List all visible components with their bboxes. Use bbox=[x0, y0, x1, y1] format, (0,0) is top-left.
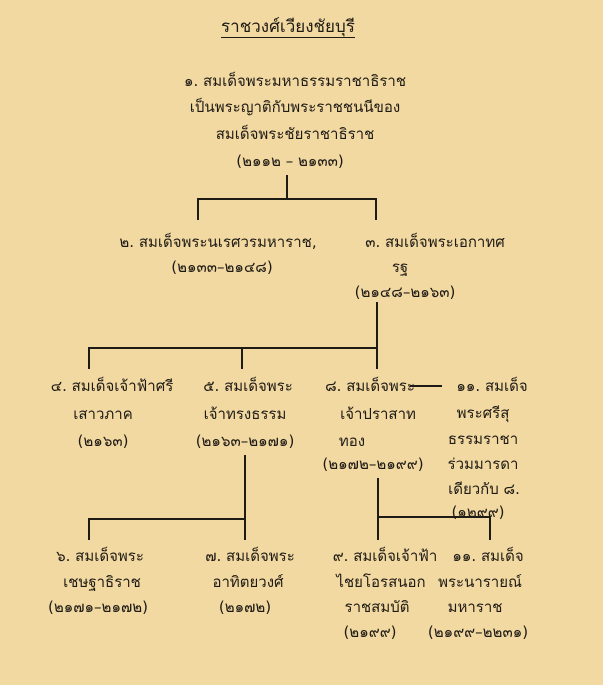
node-line: เจ้าทรงธรรม bbox=[203, 405, 287, 423]
node-line: เชษฐาธิราช bbox=[63, 573, 141, 591]
connector-line bbox=[197, 198, 199, 220]
node-line: (๒๑๑๒ – ๒๑๓๓) bbox=[236, 152, 344, 170]
node-line: (๒๑๙๙) bbox=[343, 623, 397, 641]
node-line: (๒๑๓๓–๒๑๔๘) bbox=[171, 258, 273, 276]
connector-line bbox=[375, 198, 377, 220]
node-line: ๕. สมเด็จพระ bbox=[203, 377, 293, 395]
sibling-connector bbox=[410, 385, 442, 387]
connector-line bbox=[244, 455, 246, 519]
node-line: ๘. สมเด็จพระ bbox=[325, 377, 415, 395]
connector-line bbox=[88, 518, 246, 520]
node-line: พระนารายณ์ bbox=[438, 573, 522, 591]
connector-line bbox=[244, 518, 246, 540]
node-line: ๙. สมเด็จเจ้าฟ้า bbox=[332, 547, 438, 565]
connector-line bbox=[88, 347, 378, 349]
node-line: ธรรมราชา bbox=[447, 430, 519, 448]
node-line: (๒๑๗๒–๒๑๙๙) bbox=[322, 455, 424, 473]
connector-line bbox=[286, 175, 288, 199]
node-line: (๒๑๖๓) bbox=[77, 432, 129, 450]
node-line: สมเด็จพระชัยราชาธิราช bbox=[215, 125, 375, 143]
node-line: ไชยโอรสนอก bbox=[336, 573, 426, 591]
node-line: เป็นพระญาติกับพระราชชนนีของ bbox=[189, 98, 401, 116]
node-line: ๔. สมเด็จเจ้าฟ้าศรี bbox=[50, 377, 174, 395]
node-line: พระศรีสุ bbox=[456, 404, 510, 422]
node-line: ๓. สมเด็จพระเอกาทศ bbox=[365, 233, 505, 251]
node-line: อาทิตยวงศ์ bbox=[212, 573, 284, 591]
node-line: มหาราช bbox=[447, 598, 503, 616]
node-line: ๗. สมเด็จพระ bbox=[205, 547, 295, 565]
node-line: เดียวกับ ๘. bbox=[448, 480, 520, 498]
connector-line bbox=[376, 347, 378, 369]
node-line: (๒๑๙๙–๒๒๓๑) bbox=[427, 623, 529, 641]
node-line: ราชสมบัติ bbox=[344, 598, 410, 616]
node-line: ทอง bbox=[338, 432, 366, 450]
connector-line bbox=[241, 347, 243, 369]
connector-line bbox=[489, 516, 491, 540]
node-line: ร่วมมารดา bbox=[447, 455, 519, 473]
connector-line bbox=[376, 302, 378, 348]
node-line: ๑. สมเด็จพระมหาธรรมราชาธิราช bbox=[183, 72, 407, 90]
page-title: ราชวงศ์เวียงชัยบุรี bbox=[221, 17, 355, 37]
node-line: (๒๑๗๑–๒๑๗๒) bbox=[48, 598, 148, 616]
node-line: เจ้าปราสาท bbox=[340, 405, 416, 423]
node-line: (๒๑๗๒) bbox=[218, 598, 272, 616]
node-line: (๒๑๔๘–๒๑๖๓) bbox=[354, 283, 456, 301]
connector-line bbox=[88, 347, 90, 369]
node-line: เสาวภาค bbox=[73, 405, 133, 423]
node-line: รฐ bbox=[391, 258, 409, 276]
node-line: (๒๑๖๓–๒๑๗๑) bbox=[195, 432, 295, 450]
node-line: (๑๒๙๙) bbox=[451, 503, 505, 521]
node-line: ๖. สมเด็จพระ bbox=[56, 547, 144, 565]
connector-line bbox=[377, 516, 491, 518]
node-line: ๑๑. สมเด็จ bbox=[456, 377, 528, 395]
node-line: ๑๑. สมเด็จ bbox=[452, 547, 524, 565]
connector-line bbox=[377, 478, 379, 540]
node-line: ๒. สมเด็จพระนเรศวรมหาราช, bbox=[119, 233, 317, 251]
connector-line bbox=[197, 198, 377, 200]
connector-line bbox=[88, 518, 90, 540]
